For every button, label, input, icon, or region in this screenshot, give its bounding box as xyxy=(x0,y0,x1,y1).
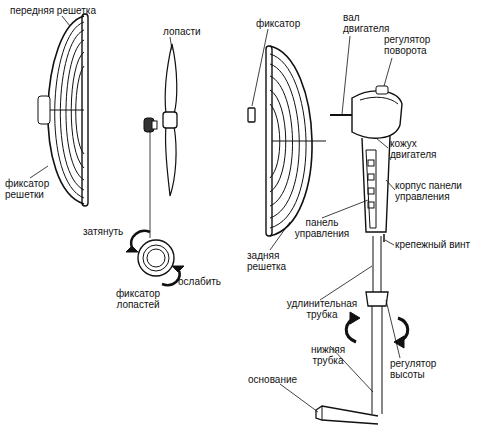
part-label: лопасти xyxy=(163,26,201,37)
part-label: нижняя трубка xyxy=(300,344,356,366)
part-label: фиксатор лопастей xyxy=(103,288,173,310)
part-label: регулятор поворота xyxy=(384,34,446,56)
fixator-part xyxy=(248,108,255,122)
part-label: панель управления xyxy=(290,217,354,239)
motor-housing xyxy=(330,86,402,138)
part-label: фиксатор решетки xyxy=(5,178,65,200)
part-label: задняя решетка xyxy=(247,250,302,272)
part-label: затянуть xyxy=(83,226,123,237)
part-label: удлинительная трубка xyxy=(280,298,364,320)
front-grille xyxy=(38,14,88,206)
part-label: вал двигателя xyxy=(343,12,398,34)
part-label: передняя решетка xyxy=(10,5,96,16)
part-label: фиксатор xyxy=(256,18,300,29)
part-label: корпус панели управления xyxy=(395,180,475,202)
part-label: основание xyxy=(248,374,297,385)
rotation-arrows xyxy=(346,312,408,348)
fan-blades xyxy=(163,44,177,196)
fan-stand xyxy=(316,236,388,424)
rear-grille xyxy=(266,46,326,236)
control-panel xyxy=(362,136,390,242)
blade-nut xyxy=(144,118,157,132)
blade-fixator-detail xyxy=(126,231,184,285)
part-label: крепежный винт xyxy=(395,239,470,250)
part-label: ослабить xyxy=(178,276,221,287)
part-label: кожух двигателя xyxy=(390,138,450,160)
leader-lines xyxy=(30,16,400,412)
part-label: регулятор высоты xyxy=(390,358,450,380)
